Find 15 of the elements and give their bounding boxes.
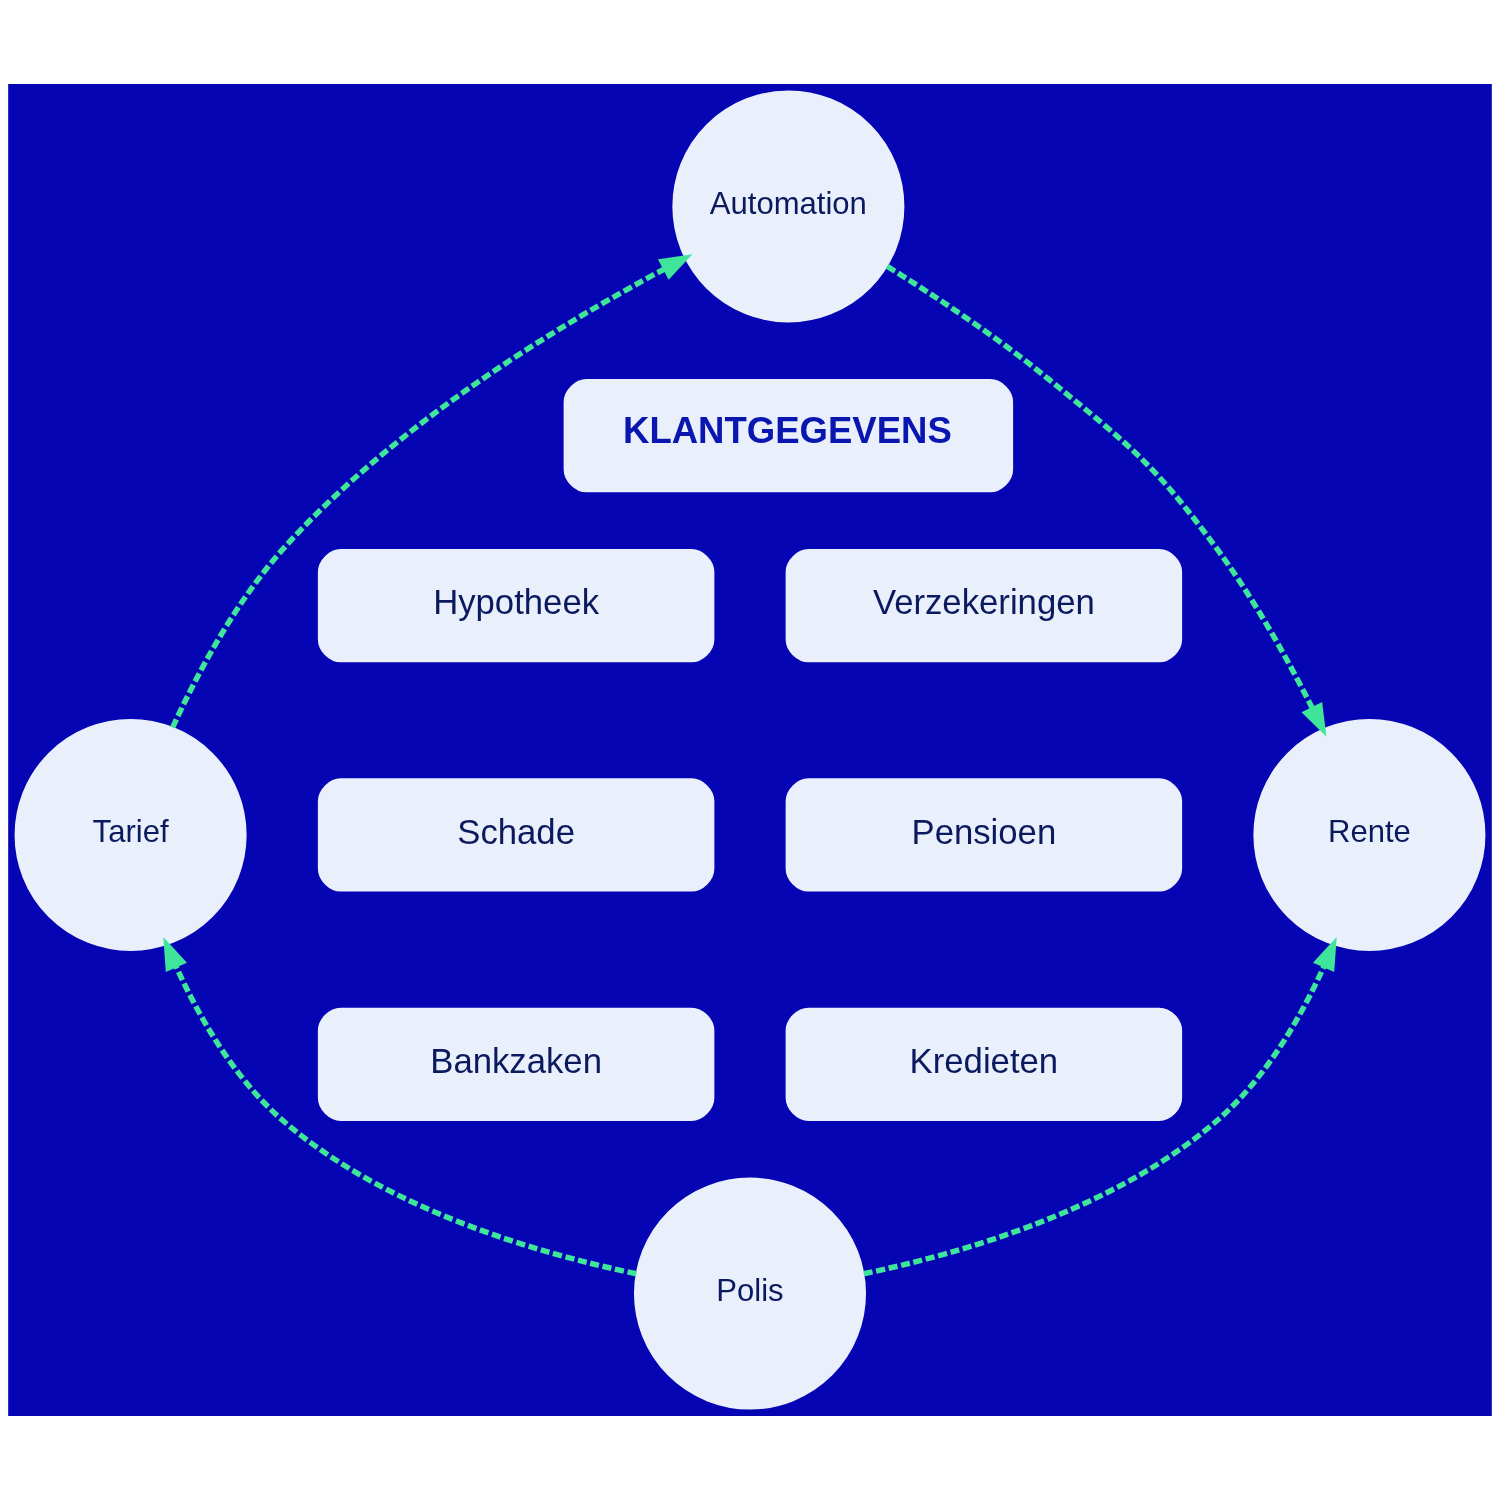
node-box: Hypotheek [317, 549, 715, 663]
node-box: Bankzaken [317, 1007, 715, 1121]
node-box: KLANTGEGEVENS [563, 379, 1014, 493]
arrow [885, 264, 1327, 737]
arrow [863, 937, 1337, 1277]
arrow [170, 254, 693, 729]
node-circle: Automation [672, 90, 905, 323]
node-circle: Tarief [14, 718, 247, 951]
node-circle: Rente [1253, 718, 1486, 951]
node-box: Kredieten [785, 1007, 1183, 1121]
node-box: Schade [317, 778, 715, 892]
arrow [163, 937, 637, 1277]
node-circle: Polis [633, 1177, 867, 1410]
node-box: Verzekeringen [785, 549, 1183, 663]
node-box: Pensioen [785, 778, 1183, 892]
